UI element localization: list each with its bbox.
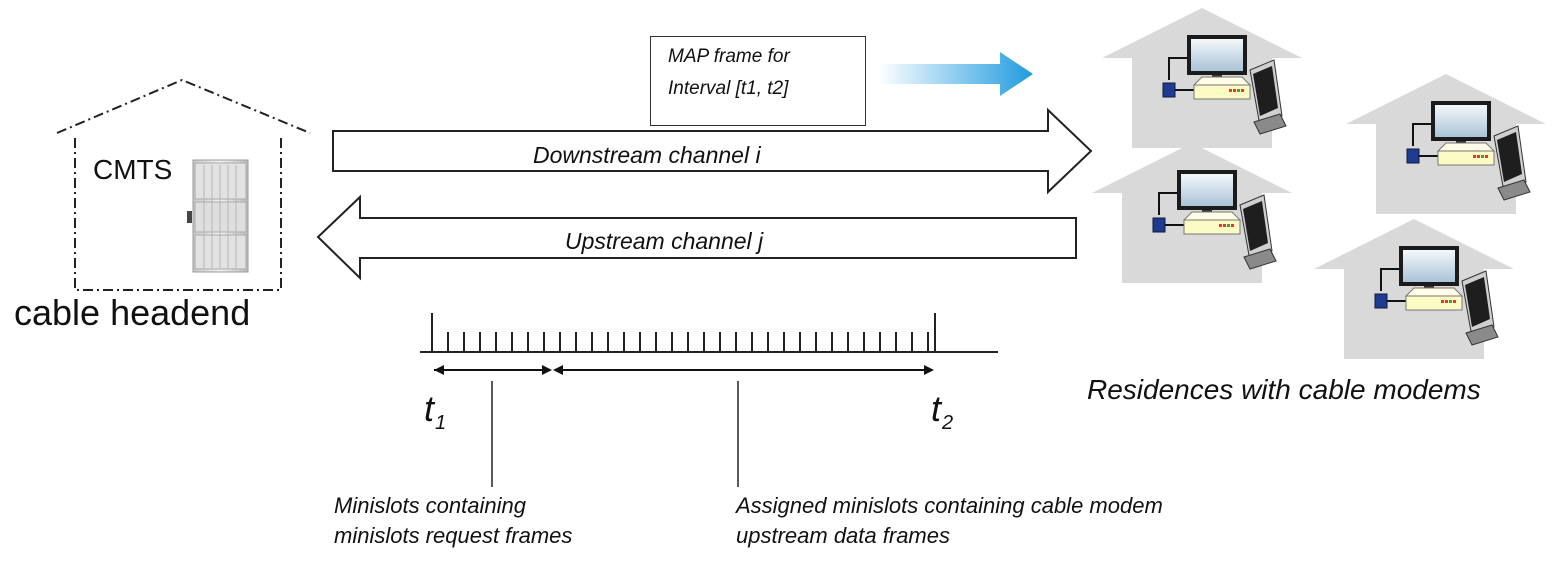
map-direction-arrow xyxy=(878,52,1033,96)
residence-house-icon xyxy=(1101,7,1303,149)
downstream-channel-arrow xyxy=(332,107,1093,195)
t2-label: t2 xyxy=(931,388,953,434)
minislot-ticks xyxy=(447,332,929,352)
cmts-rack-icon xyxy=(187,159,249,273)
t1-label: t1 xyxy=(424,388,446,434)
map-frame-label-line1: MAP frame for xyxy=(668,46,790,67)
t2-base: t xyxy=(931,388,942,429)
t1-base: t xyxy=(424,388,435,429)
map-frame-box xyxy=(650,36,866,126)
t1-subscript: 1 xyxy=(435,412,447,434)
cable-headend-caption: cable headend xyxy=(14,292,251,333)
assigned-minislots-note: Assigned minislots containing cable mode… xyxy=(736,493,1163,548)
residence-house-icon xyxy=(1091,142,1293,284)
downstream-channel-label: Downstream channel i xyxy=(533,142,761,168)
residences-caption: Residences with cable modems xyxy=(1087,374,1481,405)
interval-arrows xyxy=(434,365,934,375)
residence-house-icon xyxy=(1313,218,1515,360)
upstream-channel-arrow xyxy=(316,194,1077,281)
request-minislots-note: Minislots containing minislots request f… xyxy=(334,493,573,548)
headend-house-outline xyxy=(56,78,311,291)
minislot-timeline xyxy=(420,313,998,353)
map-frame-label-line2: Interval [t1, t2] xyxy=(668,78,789,99)
upstream-channel-label: Upstream channel j xyxy=(565,228,764,254)
cmts-label: CMTS xyxy=(93,154,173,185)
residence-house-icon xyxy=(1345,73,1547,215)
t2-subscript: 2 xyxy=(942,412,954,434)
